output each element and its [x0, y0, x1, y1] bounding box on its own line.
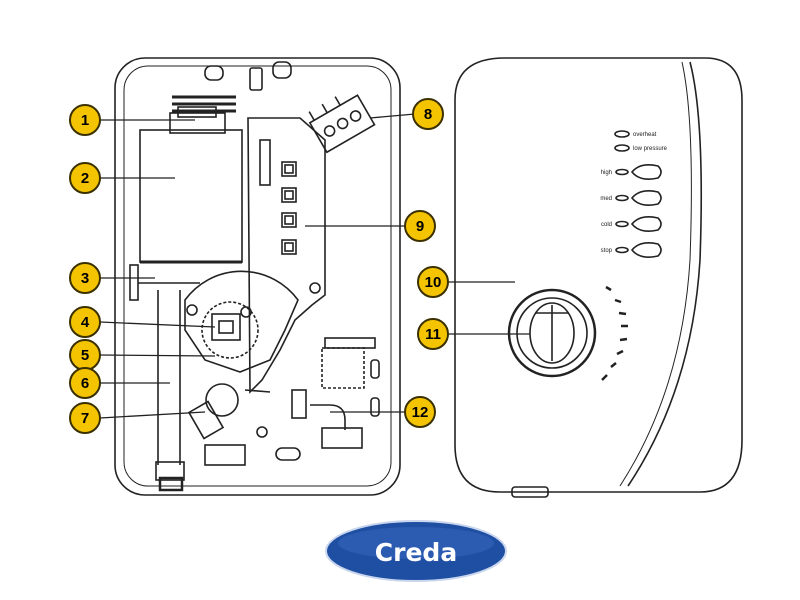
terminal-block: [308, 94, 376, 154]
overheat-led: [614, 130, 630, 138]
button-label-med: med: [600, 196, 612, 202]
svg-text:12: 12: [412, 404, 429, 421]
pcb-housing: [247, 117, 326, 394]
temperature-knob-grip: [529, 302, 575, 364]
low-pressure-led: [614, 144, 630, 152]
button-label-cold: cold: [601, 222, 612, 228]
callout-7: 7: [69, 402, 101, 434]
inlet-connector: [291, 389, 307, 419]
brand-name: Creda: [375, 538, 457, 567]
inlet-housing: [321, 347, 365, 389]
callout-10: 10: [417, 266, 449, 298]
cover-outline: [454, 57, 743, 493]
svg-text:6: 6: [81, 375, 89, 392]
valve-screw-1: [186, 304, 198, 316]
backplate-inner-outline: [123, 65, 392, 487]
indicator-label-overheat: overheat: [633, 132, 657, 138]
flange-cap: [177, 106, 217, 118]
svg-text:2: 2: [81, 170, 89, 187]
svg-text:1: 1: [81, 112, 89, 129]
temperature-scale: [601, 285, 628, 381]
callout-5: 5: [69, 339, 101, 371]
valve-core: [218, 320, 234, 334]
outlet-pipe: [157, 290, 181, 465]
callout-9: 9: [404, 210, 436, 242]
valve-gear: [201, 301, 259, 359]
mounting-slot-center: [249, 67, 263, 91]
side-screw: [256, 426, 268, 438]
side-slot-2: [370, 397, 380, 417]
indicator-label-low-pressure: low pressure: [633, 146, 668, 152]
mounting-slot-left: [204, 65, 224, 81]
bottom-slot-left: [204, 444, 246, 466]
pcb-slot: [259, 139, 271, 186]
front-cover: [454, 57, 743, 498]
stabiliser-dial: [184, 270, 299, 373]
bracket: [129, 264, 139, 301]
callout-8: 8: [412, 98, 444, 130]
callout-4: 4: [69, 306, 101, 338]
callout-1: 1: [69, 104, 101, 136]
svg-text:5: 5: [81, 347, 89, 364]
svg-text:7: 7: [81, 410, 89, 427]
svg-text:9: 9: [416, 218, 424, 235]
solenoid-connector: [187, 400, 225, 440]
svg-text:3: 3: [81, 270, 89, 287]
svg-text:10: 10: [425, 274, 442, 291]
internal-view: [114, 57, 401, 496]
callout-6: 6: [69, 367, 101, 399]
mounting-slot-right: [272, 61, 292, 79]
pcb-switches: [281, 161, 297, 255]
inlet-elbow: [310, 404, 346, 430]
vent-bars: [172, 95, 236, 113]
brand-logo: Creda: [325, 520, 507, 582]
backplate-outline: [114, 57, 401, 496]
callout-12: 12: [404, 396, 436, 428]
outlet-thread: [158, 476, 184, 492]
button-label-high: high: [601, 170, 612, 176]
cover-curve-inner: [619, 61, 692, 487]
leader-lines-left: [99, 113, 416, 419]
cover-curve: [627, 61, 703, 487]
button-label-stop: stop: [601, 248, 613, 254]
inlet-nut: [321, 427, 363, 449]
outlet-fitting: [155, 461, 185, 481]
callout-2: 2: [69, 162, 101, 194]
flange-top: [169, 112, 226, 134]
pressure-switch: [324, 337, 376, 349]
side-slot-1: [370, 359, 380, 379]
valve-screw-2: [240, 306, 252, 318]
cover-foot: [511, 486, 549, 498]
valve-center: [211, 313, 241, 341]
callouts: 1 2 3 4 5 6 7 8: [69, 98, 449, 434]
button-shapes: [615, 164, 662, 258]
svg-text:4: 4: [81, 314, 90, 331]
temperature-knob-ring: [516, 297, 588, 369]
temperature-knob-outer: [507, 288, 597, 378]
svg-text:11: 11: [425, 326, 441, 343]
solenoid-body: [205, 383, 239, 417]
bottom-slot-center: [275, 447, 301, 461]
callout-11: 11: [417, 318, 449, 350]
svg-text:8: 8: [424, 106, 432, 123]
leader-lines-right: [448, 281, 530, 335]
pcb-screw: [309, 282, 321, 294]
heater-can: [139, 129, 243, 263]
control-panel-labels: overheat low pressure high med cold stop: [600, 132, 667, 254]
callout-3: 3: [69, 262, 101, 294]
